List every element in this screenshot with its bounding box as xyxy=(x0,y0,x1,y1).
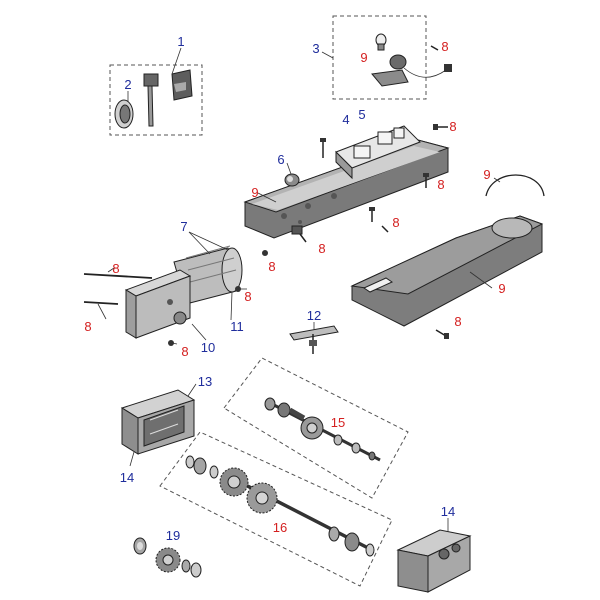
callout-8-gearbox: 8 xyxy=(181,344,188,359)
part-19-gear-set xyxy=(133,537,202,578)
callout-8-lamp: 8 xyxy=(441,39,448,54)
motor-rods xyxy=(83,273,241,346)
callout-11: 11 xyxy=(230,319,244,334)
callout-7: 7 xyxy=(180,219,187,234)
part-1-switch xyxy=(143,69,193,127)
part-9-cover xyxy=(350,215,544,327)
tray-screws xyxy=(262,45,448,256)
callout-16: 16 xyxy=(273,520,287,535)
callout-9-cover: 9 xyxy=(498,281,505,296)
callout-9-tray: 9 xyxy=(251,185,258,200)
callout-4: 4 xyxy=(342,112,349,127)
callout-8-motor: 8 xyxy=(244,289,251,304)
callout-8-rod-top: 8 xyxy=(112,261,119,276)
callout-10: 10 xyxy=(201,340,215,355)
lamp-cable xyxy=(403,67,447,78)
callout-labels: 1 2 3 4 5 6 7 8 8 8 8 8 8 8 8 8 8 9 9 9 … xyxy=(84,34,505,543)
callout-5: 5 xyxy=(358,107,365,122)
part-2-ring xyxy=(114,99,134,129)
group-1-box xyxy=(109,64,203,136)
callout-1: 1 xyxy=(177,34,184,49)
callout-8-cover-screw: 8 xyxy=(454,314,461,329)
part-10-gearbox xyxy=(124,269,192,339)
callout-6: 6 xyxy=(277,152,284,167)
callout-8-tray-left: 8 xyxy=(268,259,275,274)
part-15-worm-shaft xyxy=(264,397,381,462)
callout-19: 19 xyxy=(166,528,180,543)
callout-8-tray-front: 8 xyxy=(318,241,325,256)
part-9-lamp-holder xyxy=(371,54,409,87)
part-9-bulb xyxy=(375,33,387,51)
group-15-box xyxy=(223,357,409,499)
callout-12: 12 xyxy=(307,308,321,323)
callout-15: 15 xyxy=(331,415,345,430)
cable-connector xyxy=(444,64,452,72)
callout-13: 13 xyxy=(198,374,212,389)
part-12-bracket xyxy=(289,325,339,354)
part-14-housing-right xyxy=(396,529,472,593)
callout-8-rod-bottom: 8 xyxy=(84,319,91,334)
callout-9-loop: 9 xyxy=(483,167,490,182)
callout-14-left: 14 xyxy=(120,470,134,485)
callout-9-lamp: 9 xyxy=(360,50,367,65)
part-6-knob xyxy=(284,173,300,187)
callout-2: 2 xyxy=(124,77,131,92)
callout-3: 3 xyxy=(312,41,319,56)
part-9-wire-loop xyxy=(485,174,545,197)
part-16-gear-shaft xyxy=(185,455,375,557)
callout-8-mid-screw: 8 xyxy=(392,215,399,230)
group-3-box xyxy=(332,15,427,100)
callout-14-right: 14 xyxy=(441,504,455,519)
part-14-housing-left xyxy=(120,389,196,455)
cover-screw xyxy=(435,329,449,339)
callout-8-right-screw: 8 xyxy=(437,177,444,192)
group-16-box xyxy=(159,431,393,587)
part-4-5-board xyxy=(335,125,421,180)
callout-8-top-screw: 8 xyxy=(449,119,456,134)
